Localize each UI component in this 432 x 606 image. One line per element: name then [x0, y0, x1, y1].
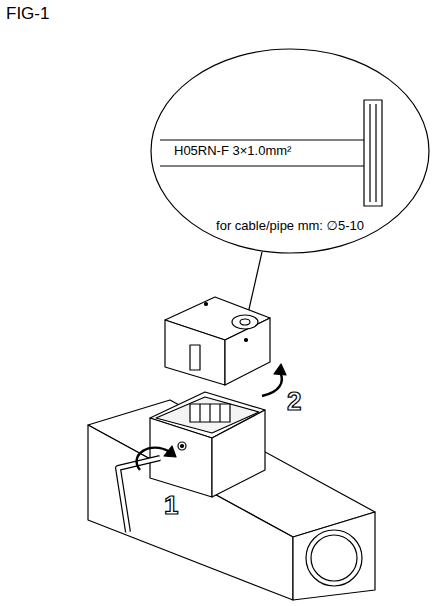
callout-number: 2: [287, 386, 301, 417]
cable-diameter: for cable/pipe mm: ∅5-10: [214, 218, 366, 233]
callout-number: 1: [164, 490, 178, 521]
cable-spec: H05RN-F 3×1.0mm²: [172, 143, 293, 158]
zoom-ellipse: H05RN-F 3×1.0mm² for cable/pipe mm: ∅5-10: [150, 48, 430, 254]
figure-title: FIG-1: [6, 4, 49, 24]
